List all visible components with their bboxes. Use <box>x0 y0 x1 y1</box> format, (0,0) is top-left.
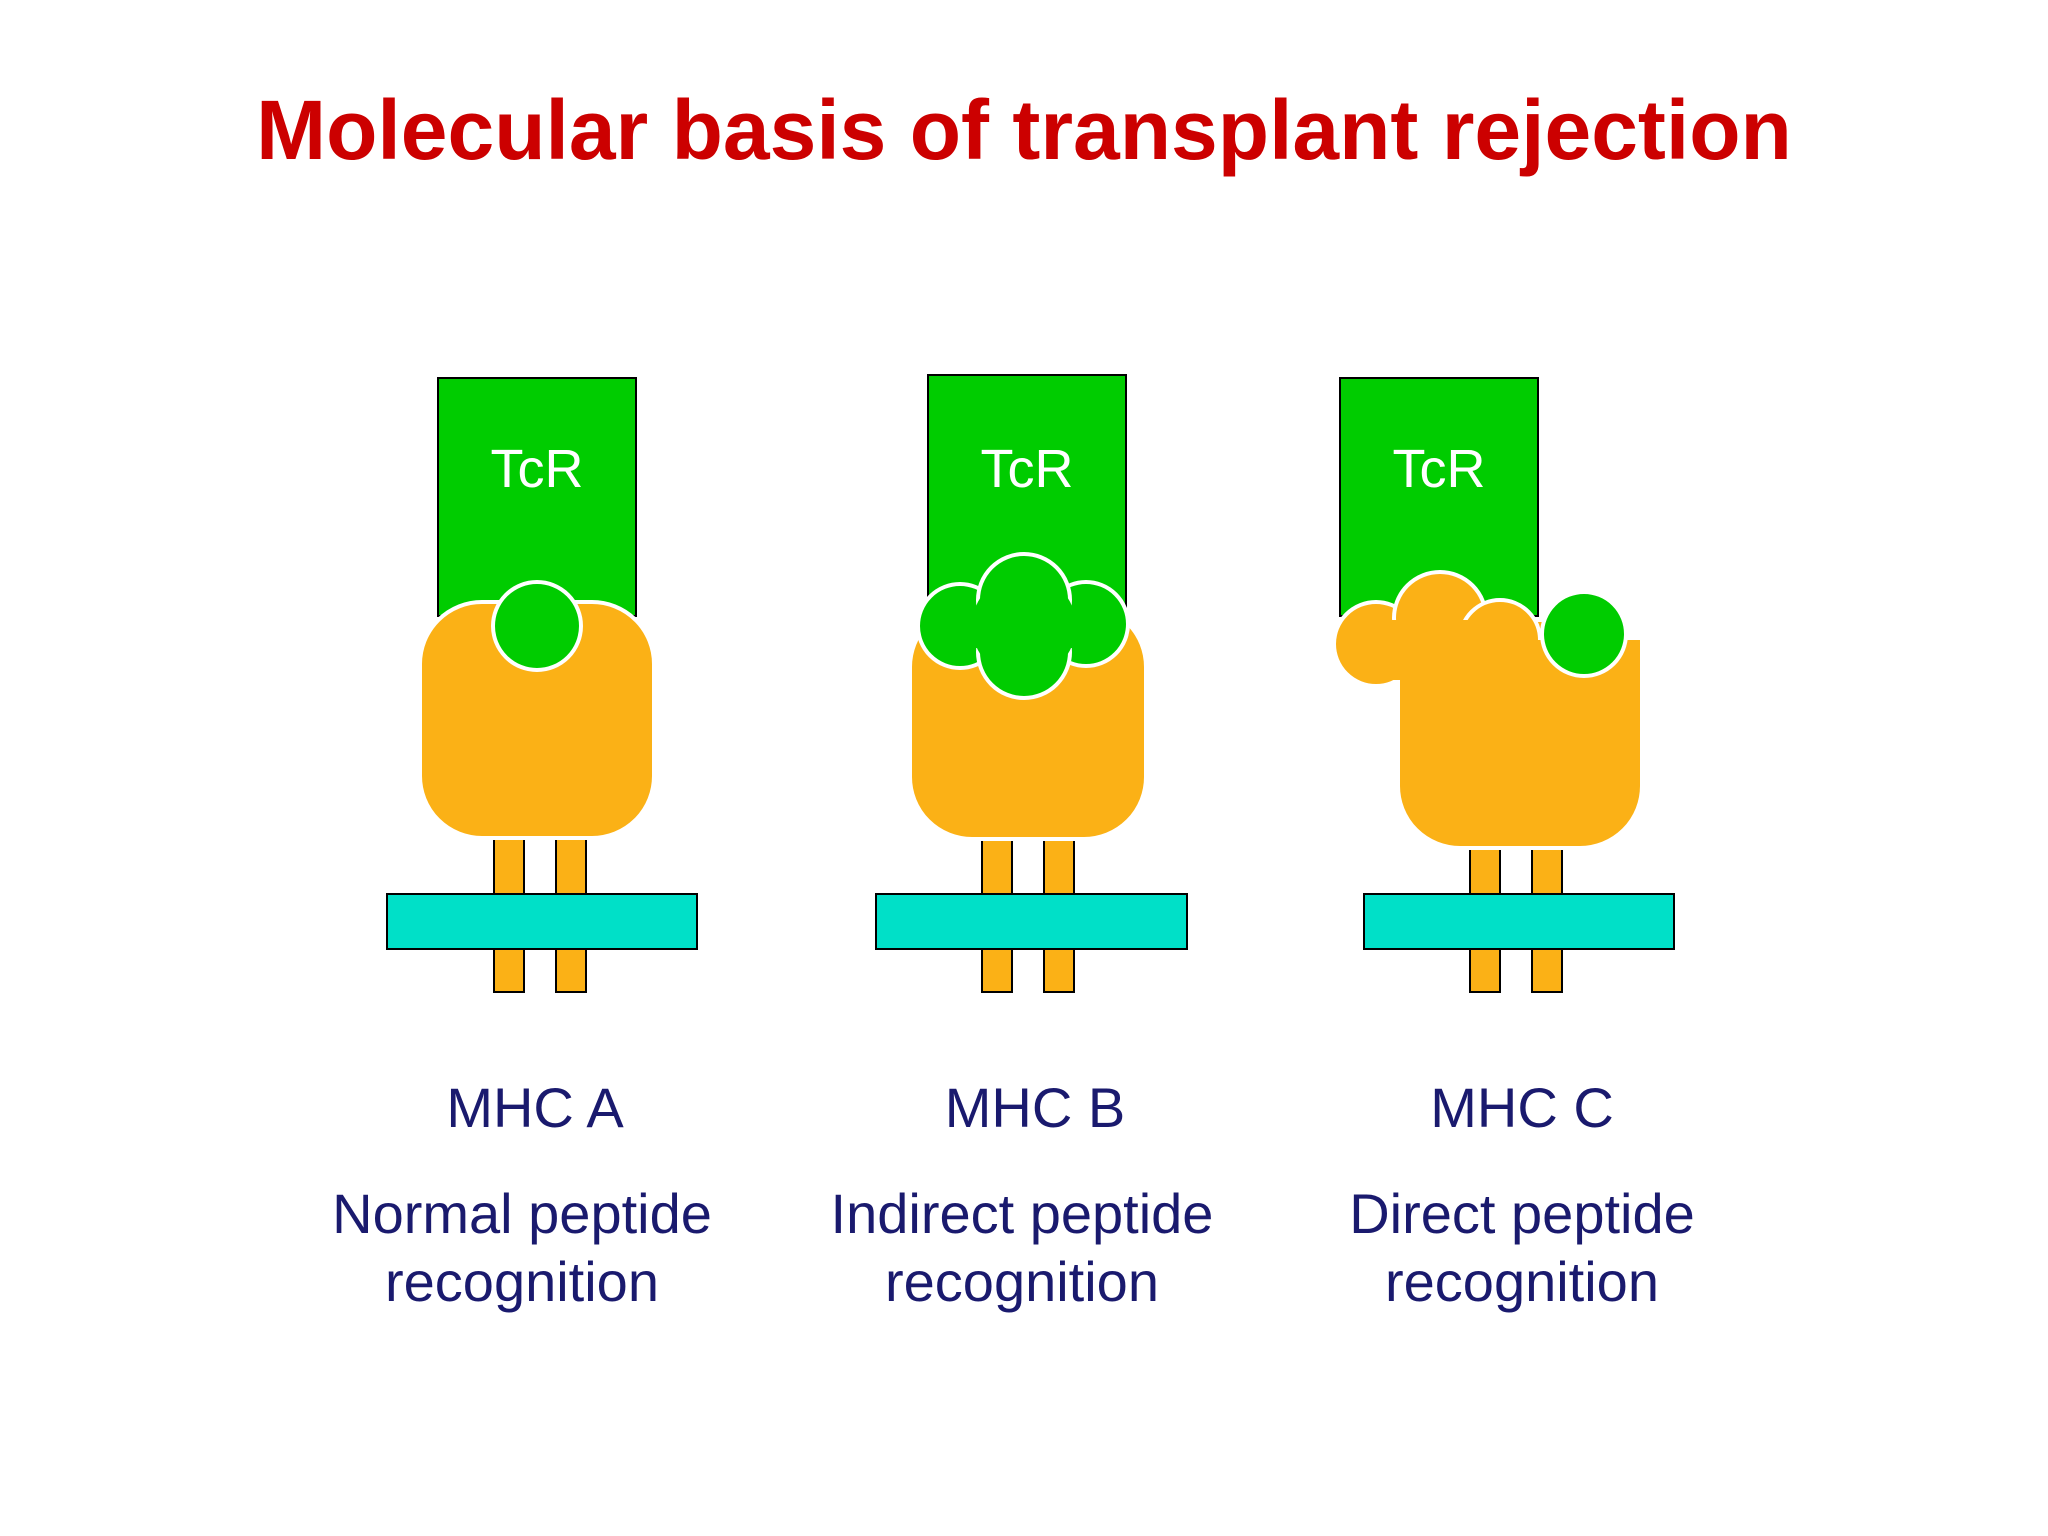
tcr-label-b: TcR <box>981 439 1074 499</box>
description-c: Direct peptide recognition <box>1242 1180 1802 1316</box>
cell-membrane-b <box>875 893 1188 950</box>
cell-membrane-a <box>386 893 698 950</box>
tcr-label-a: TcR <box>491 439 584 499</box>
description-c-line2: recognition <box>1385 1250 1659 1313</box>
description-a-line2: recognition <box>385 1250 659 1313</box>
mhc-label-b: MHC B <box>944 1076 1126 1139</box>
mhc-label-c: MHC C <box>1430 1076 1614 1139</box>
panel-c: TcR <box>1332 377 1675 993</box>
description-c-line1: Direct peptide <box>1349 1182 1695 1245</box>
description-b: Indirect peptide recognition <box>742 1180 1302 1316</box>
mhc-label-a: MHC A <box>446 1076 624 1139</box>
description-b-line2: recognition <box>885 1250 1159 1313</box>
peptide-c <box>1540 590 1628 678</box>
peptide-a <box>491 580 583 672</box>
cell-membrane-c <box>1363 893 1675 950</box>
tcr-receptor-a <box>437 377 637 617</box>
description-a-line1: Normal peptide <box>332 1182 712 1245</box>
peptide-cluster-b <box>916 552 1130 700</box>
slide-title: Molecular basis of transplant rejection <box>256 83 1792 177</box>
tcr-label-c: TcR <box>1393 439 1486 499</box>
description-b-line1: Indirect peptide <box>830 1182 1214 1245</box>
panel-a: TcR <box>386 377 698 993</box>
panel-b: TcR <box>875 374 1188 993</box>
description-a: Normal peptide recognition <box>242 1180 802 1316</box>
